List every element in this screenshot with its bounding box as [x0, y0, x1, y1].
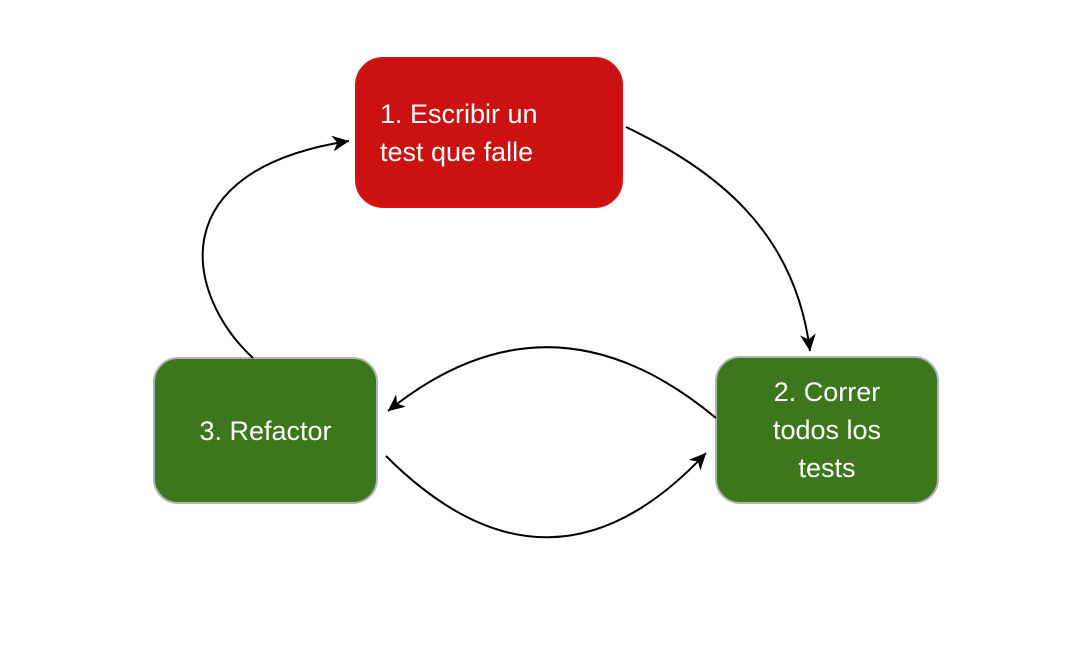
- edge-run-tests-to-refactor-arrow: [387, 346, 717, 419]
- node-label-line: 1. Escribir un: [380, 98, 538, 129]
- node-label-line: test que falle: [380, 136, 534, 167]
- node-label-line: 3. Refactor: [199, 415, 332, 446]
- edge-refactor-to-write-test-arrow: [201, 135, 350, 359]
- node-label-line: tests: [798, 453, 856, 483]
- node-run-all-tests: 2. Correr todos los tests: [715, 356, 939, 504]
- node-label-line: todos los: [772, 415, 882, 445]
- node-write-failing-test: 1. Escribir un test que falle: [355, 57, 623, 208]
- edge-refactor-to-run-tests-arrow: [385, 452, 707, 539]
- edge-write-test-to-run-tests-arrow: [625, 126, 816, 352]
- node-refactor: 3. Refactor: [153, 357, 378, 504]
- node-label-line: 2. Correr: [773, 377, 881, 407]
